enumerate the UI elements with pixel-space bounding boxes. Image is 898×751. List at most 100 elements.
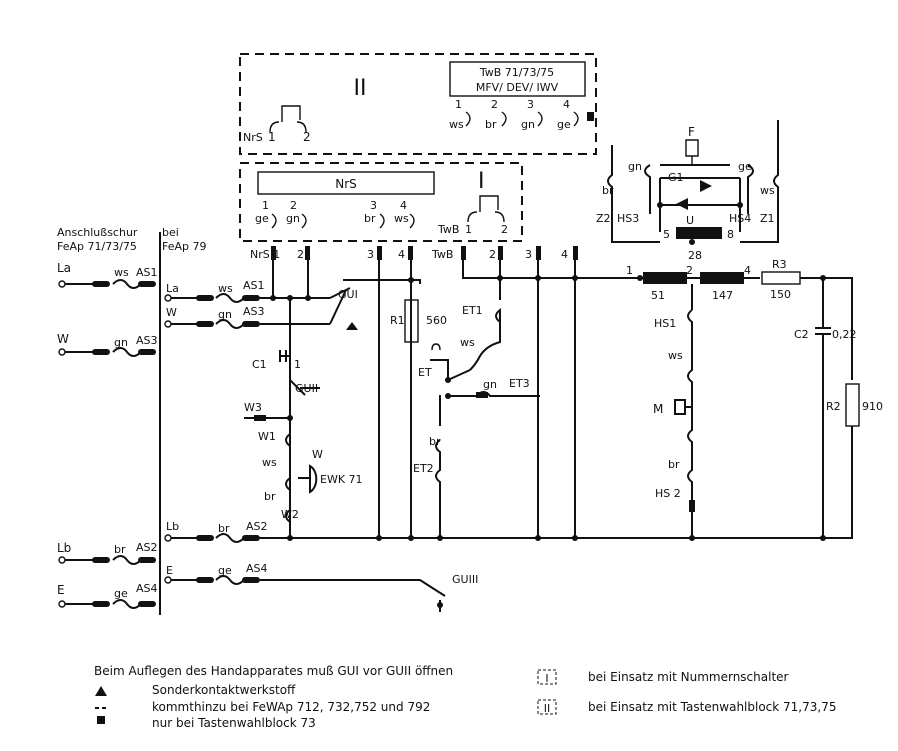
special-contact-triangle [346, 322, 358, 330]
et1-wire: ws [460, 336, 475, 349]
gu3-label: GUIII [452, 573, 478, 586]
u-pin-left: 5 [663, 228, 670, 241]
hs1-wire: ws [668, 349, 683, 362]
u-pin-right: 8 [727, 228, 734, 241]
w-inner-as: AS3 [243, 305, 265, 318]
twb-wire-br: br [485, 118, 497, 131]
w-label: W [312, 448, 323, 461]
anschluss-line1: Anschlußschur [57, 226, 138, 239]
junction-dots [270, 202, 826, 541]
m-label: M [653, 402, 663, 416]
note-main: Beim Auflegen des Handapparates muß GUI … [94, 664, 454, 678]
coil1-value: 51 [651, 289, 665, 302]
w-ws-label: ws [262, 456, 277, 469]
hs2-wire: br [668, 458, 680, 471]
e-inner-as: AS4 [246, 562, 268, 575]
r2-value: 910 [862, 400, 883, 413]
coil-pin4: 4 [744, 264, 751, 277]
block-i-wire-ws: ws [394, 212, 409, 225]
r1-value: 560 [426, 314, 447, 327]
terminal-twb1: TwB [431, 248, 453, 261]
lb-inner-wire: br [218, 522, 230, 535]
legend-box1-symbol: I [545, 672, 548, 685]
et3-wire: gn [483, 378, 497, 391]
c1-label: C1 [252, 358, 267, 371]
hs4-label: HS4 [729, 212, 751, 225]
coil-51 [643, 272, 687, 284]
e-as: AS4 [136, 582, 158, 595]
block-ii-numeral: II [354, 76, 367, 101]
gu2-label: GUII [295, 382, 318, 395]
block-i-twb-pin1: 1 [465, 223, 472, 236]
block-i-pin4: 4 [400, 199, 407, 212]
block-i-wire-ge: ge [255, 212, 269, 225]
hs1-label: HS1 [654, 317, 676, 330]
coil2-value: 147 [712, 289, 733, 302]
c2-label: C2 [794, 328, 809, 341]
twb-title-line1: TwB 71/73/75 [479, 66, 554, 79]
la-inner-as: AS1 [243, 279, 265, 292]
terminal-twb3: 3 [525, 248, 532, 261]
et2-wire: br [429, 435, 441, 448]
hs4-wire: ge [738, 160, 752, 173]
terminal-twb2: 2 [489, 248, 496, 261]
legend-triangle [95, 686, 107, 696]
w-as: AS3 [136, 334, 158, 347]
et3-label: ET3 [509, 377, 530, 390]
block-ii-square-marker [587, 112, 594, 121]
right-section: F G1 U 5 8 28 gn br Z2 HS3 ge ws HS4 Z1 … [575, 120, 883, 539]
note-triangle: Sonderkontaktwerkstoff [152, 683, 296, 697]
coil-pin1: 1 [626, 264, 633, 277]
block-ii-nrs-pin1: 1 [268, 130, 276, 144]
et2-label: ET2 [413, 462, 434, 475]
c2-value: 0,22 [832, 328, 857, 341]
lb-inner-as: AS2 [246, 520, 268, 533]
w3-label: W3 [244, 401, 262, 414]
twb-pin3: 3 [527, 98, 534, 111]
block-ii-nrs-label: NrS [243, 131, 263, 144]
legend-square [97, 716, 105, 724]
twb-pin2: 2 [491, 98, 498, 111]
lb-wire: br [114, 543, 126, 556]
note-square: nur bei Tastenwahlblock 73 [152, 716, 316, 730]
bei-line1: bei [162, 226, 179, 239]
la-inner: La [166, 282, 179, 295]
e-inner: E [166, 564, 173, 577]
r2-resistor [845, 383, 860, 427]
r2-label: R2 [826, 400, 841, 413]
block-i: NrS I 1 2 3 4 ge gn br ws TwB 1 2 [239, 162, 523, 242]
main-wiring: GUI C1 1 GUII W3 W1 ws br W2 W EWK 71 GU… [244, 260, 640, 612]
twb-wire-gn: gn [521, 118, 535, 131]
e-wire: ge [114, 587, 128, 600]
block-i-twb-label: TwB [437, 223, 459, 236]
c1-value: 1 [294, 358, 301, 371]
block-i-nrs-box: NrS [335, 177, 357, 191]
bei-line2: FeAp 79 [162, 240, 207, 253]
hs4-ws: ws [760, 184, 775, 197]
w-inner-wire: gn [218, 308, 232, 321]
block-i-wire-br: br [364, 212, 376, 225]
twb-wire-ws: ws [449, 118, 464, 131]
hs2-label: HS 2 [655, 487, 681, 500]
block-ii-nrs-pin2: 2 [303, 130, 311, 144]
terminal-nrs3: 3 [367, 248, 374, 261]
terminal-la: La [57, 261, 71, 275]
block-i-twb-pin2: 2 [501, 223, 508, 236]
z1-label: Z1 [760, 212, 775, 225]
et-label: ET [418, 366, 432, 379]
w1-label: W1 [258, 430, 276, 443]
et1-label: ET1 [462, 304, 483, 317]
block-i-wire-gn: gn [286, 212, 300, 225]
block-i-pin3: 3 [370, 199, 377, 212]
hs3-br: br [602, 184, 614, 197]
ewk-label: EWK 71 [320, 473, 363, 486]
terminal-lb: Lb [57, 541, 71, 555]
hs3-label: HS3 [617, 212, 639, 225]
u-under: 28 [688, 249, 702, 262]
block-i-numeral: I [478, 169, 485, 194]
lb-inner: Lb [166, 520, 179, 533]
note-box2: bei Einsatz mit Tastenwahlblock 71,73,75 [588, 700, 837, 714]
note-box1: bei Einsatz mit Nummernschalter [588, 670, 789, 684]
w-wire: gn [114, 336, 128, 349]
r3-resistor [761, 271, 801, 285]
